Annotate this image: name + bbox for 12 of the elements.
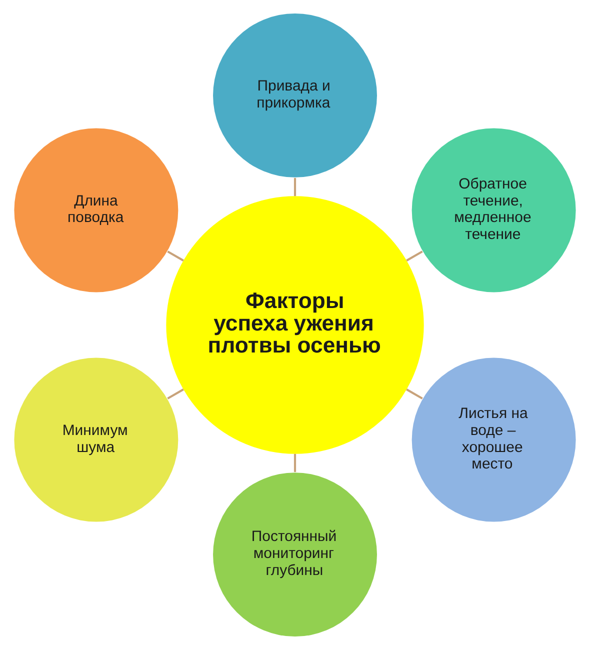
- node-circle: Привада и прикормка: [213, 13, 377, 178]
- node-circle: Листья на воде – хорошее место: [412, 358, 576, 522]
- node-circle: Минимум шума: [14, 358, 178, 522]
- connector: [406, 388, 423, 400]
- connector: [167, 250, 184, 262]
- node-circle: Длина поводка: [14, 128, 178, 292]
- connector: [167, 388, 184, 400]
- connector: [406, 250, 423, 262]
- connector: [294, 178, 296, 196]
- node-circle: Постоянный мониторинг глубины: [213, 472, 377, 637]
- node-circle: Обратное течение, медленное течение: [412, 128, 576, 292]
- connector: [294, 454, 296, 472]
